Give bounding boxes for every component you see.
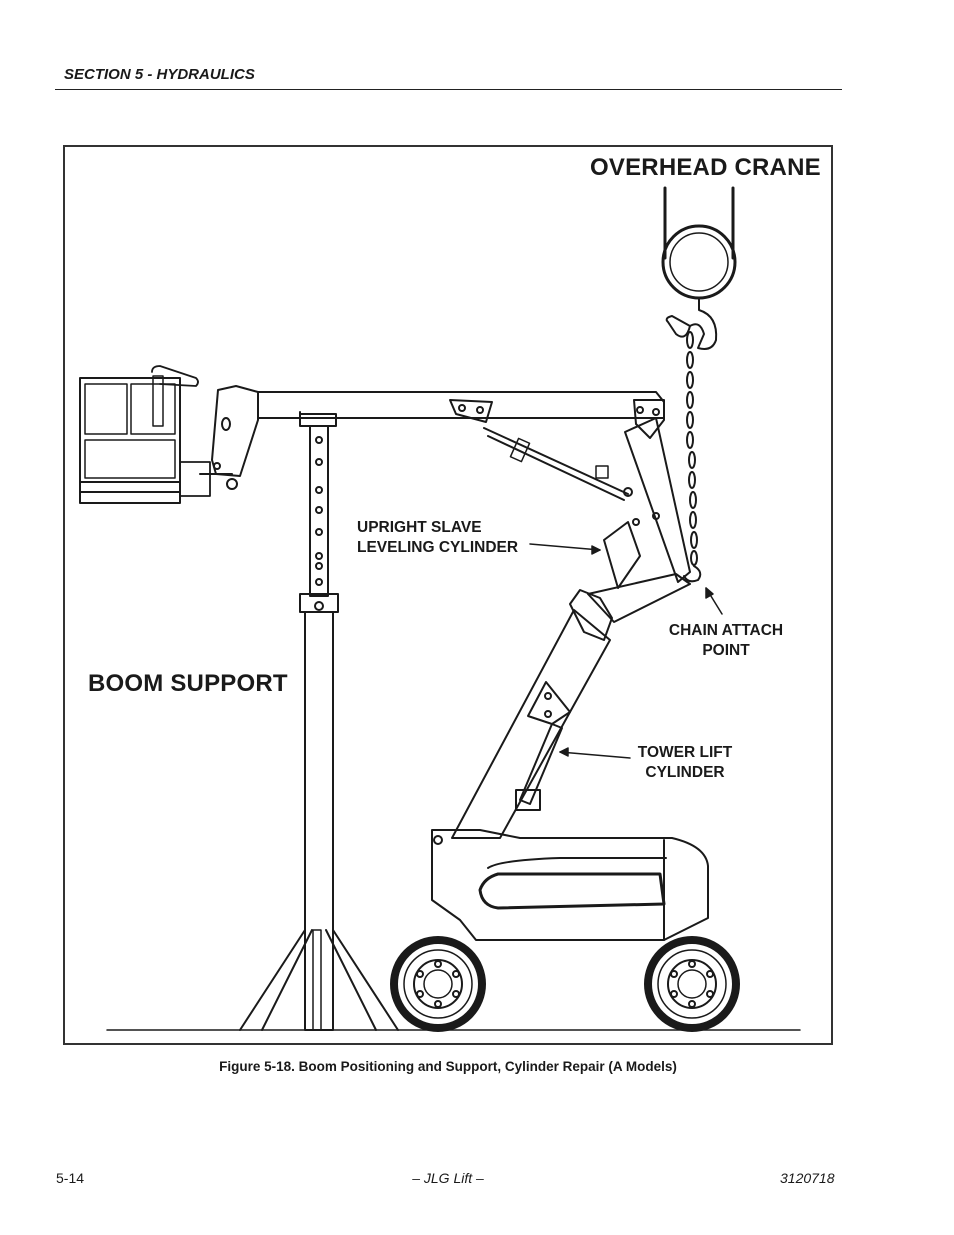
boom-support-label: BOOM SUPPORT bbox=[88, 670, 288, 697]
chain-attach-label: CHAIN ATTACH POINT bbox=[660, 621, 792, 661]
section-title: SECTION 5 - HYDRAULICS bbox=[64, 66, 255, 83]
platform-basket bbox=[79, 365, 238, 504]
upright-slave-cylinder bbox=[449, 399, 629, 501]
lifting-chain bbox=[683, 331, 702, 583]
tower-lift-label: TOWER LIFT CYLINDER bbox=[630, 743, 740, 783]
upright-riser bbox=[623, 399, 691, 583]
overhead-crane-label: OVERHEAD CRANE bbox=[590, 154, 821, 181]
chain-attach-label-line2: POINT bbox=[702, 642, 750, 659]
tower-lift-label-line2: CYLINDER bbox=[645, 764, 725, 781]
front-wheel bbox=[390, 936, 486, 1032]
rear-wheel bbox=[644, 936, 740, 1032]
platform-rotator bbox=[199, 385, 259, 477]
callout-arrows bbox=[529, 543, 723, 759]
figure-caption: Figure 5-18. Boom Positioning and Suppor… bbox=[219, 1059, 677, 1074]
footer-center: – JLG Lift – bbox=[412, 1170, 484, 1186]
tower-lift-label-line1: TOWER LIFT bbox=[637, 744, 733, 761]
turntable bbox=[431, 829, 709, 941]
header-rule bbox=[55, 89, 842, 90]
upright-slave-label-line2: LEVELING CYLINDER bbox=[357, 539, 519, 556]
upright-slave-label-line1: UPRIGHT SLAVE bbox=[357, 519, 482, 536]
boom-support-stand bbox=[239, 413, 399, 1031]
upright-slave-label: UPRIGHT SLAVE LEVELING CYLINDER bbox=[357, 518, 518, 558]
chain-attach-label-line1: CHAIN ATTACH bbox=[668, 622, 784, 639]
page-number: 5-14 bbox=[56, 1170, 85, 1186]
document-number: 3120718 bbox=[780, 1170, 835, 1186]
figure-frame bbox=[63, 145, 833, 1045]
tower-boom bbox=[451, 521, 691, 839]
crane-hook bbox=[661, 186, 737, 350]
